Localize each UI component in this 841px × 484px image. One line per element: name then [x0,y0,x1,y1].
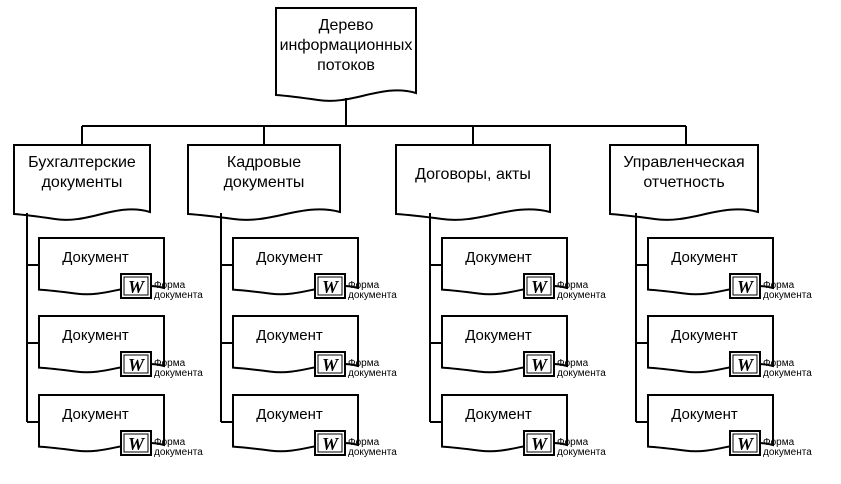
word-document-icon-inner [526,433,552,453]
document-form-caption: Форма [348,437,380,448]
document-form-caption: Форма [348,358,380,369]
document-label: Документ [256,327,323,344]
document-label: Документ [256,249,323,266]
category-node [395,144,551,221]
document-form-caption: Форма [763,437,795,448]
word-document-icon: W [737,355,755,375]
document-label: Документ [256,406,323,423]
document-form-caption: документа [763,447,812,458]
word-document-icon-inner [732,433,758,453]
root-node-label: Дерево [319,17,374,34]
word-document-icon-inner [526,354,552,374]
word-document-icon: W [531,355,549,375]
document-form-caption: документа [154,290,203,301]
document-form-caption: документа [154,368,203,379]
document-form-caption: документа [557,290,606,301]
document-label: Документ [465,327,532,344]
document-label: Документ [465,406,532,423]
word-document-icon-inner [123,433,149,453]
category-label: отчетность [643,174,724,191]
word-document-icon-inner [526,276,552,296]
document-label: Документ [62,406,129,423]
word-document-icon: W [737,434,755,454]
word-document-icon-inner [123,276,149,296]
word-document-icon-inner [317,354,343,374]
word-document-icon: W [322,434,340,454]
root-node [275,7,417,102]
document-form-caption: документа [557,368,606,379]
word-document-icon: W [322,355,340,375]
category-label: документы [42,174,123,191]
document-form-caption: документа [763,368,812,379]
category-label: документы [224,174,305,191]
word-document-icon-inner [732,276,758,296]
document-form-caption: документа [154,447,203,458]
document-form-caption: Форма [557,437,589,448]
word-document-icon: W [531,277,549,297]
document-form-caption: Форма [348,280,380,291]
document-label: Документ [671,249,738,266]
document-label: Документ [465,249,532,266]
category-label: Бухгалтерские [28,154,136,171]
document-label: Документ [671,406,738,423]
category-label: Кадровые [227,154,301,171]
root-node-label: информационных [280,37,413,54]
word-document-icon: W [128,355,146,375]
document-label: Документ [671,327,738,344]
word-document-icon: W [128,277,146,297]
category-node [609,144,759,221]
word-document-icon: W [128,434,146,454]
word-document-icon: W [322,277,340,297]
document-form-caption: Форма [557,280,589,291]
word-document-icon-inner [123,354,149,374]
document-label: Документ [62,249,129,266]
category-node [187,144,341,221]
root-node-label: потоков [317,57,375,74]
document-form-caption: документа [557,447,606,458]
document-form-caption: документа [348,290,397,301]
document-form-caption: Форма [154,437,186,448]
document-form-caption: документа [763,290,812,301]
document-form-caption: Форма [763,280,795,291]
document-label: Документ [62,327,129,344]
document-form-caption: документа [348,447,397,458]
document-form-caption: документа [348,368,397,379]
word-document-icon: W [531,434,549,454]
document-form-caption: Форма [557,358,589,369]
word-document-icon: W [737,277,755,297]
document-form-caption: Форма [154,358,186,369]
word-document-icon-inner [732,354,758,374]
word-document-icon-inner [317,276,343,296]
document-form-caption: Форма [154,280,186,291]
category-label: Управленческая [623,154,744,171]
category-node [13,144,151,221]
word-document-icon-inner [317,433,343,453]
document-form-caption: Форма [763,358,795,369]
category-label: Договоры, акты [415,166,531,183]
